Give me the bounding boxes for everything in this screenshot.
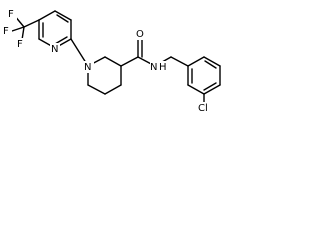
amide-nitrogen-label: N (150, 62, 157, 73)
fluorine-3-label: F (17, 39, 23, 50)
pyridine-nitrogen-label: N (51, 44, 58, 55)
chemical-structure: F F F N N O N H Cl (3, 8, 221, 114)
piperidine-nitrogen-label: N (84, 62, 91, 73)
fluorine-2-label: F (3, 26, 9, 37)
chlorine-label: Cl (198, 103, 208, 114)
fluorine-1-label: F (8, 9, 14, 20)
amide-hydrogen-label: H (159, 62, 167, 73)
carbonyl-oxygen-label: O (136, 29, 144, 40)
chlorophenyl-ring (187, 56, 221, 104)
pyridine-ring (38, 10, 72, 49)
piperidine-ring (87, 56, 122, 95)
